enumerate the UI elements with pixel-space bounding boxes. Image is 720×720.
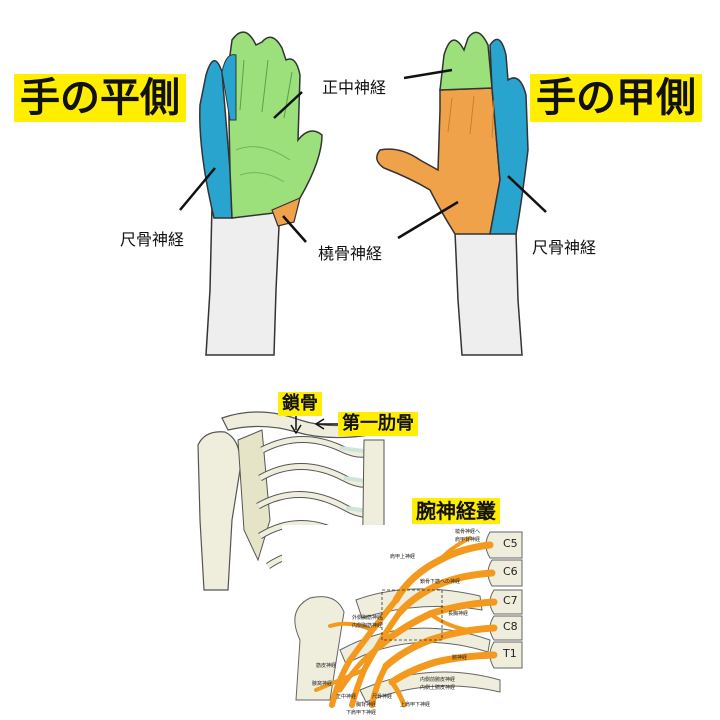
palm-ulnar-region (199, 60, 233, 219)
cord-medial (369, 663, 389, 708)
plexus-label: 肩甲背神経 (455, 537, 481, 543)
dashed-region (381, 589, 443, 641)
brachial-plexus-title: 腕神経叢 (412, 498, 500, 524)
brachial-plexus (282, 525, 523, 710)
branch-1 (337, 643, 383, 693)
vertebra-label-c8: C8 (503, 620, 518, 633)
back-median-tips (439, 31, 493, 91)
vertebra-t1 (489, 641, 523, 669)
plexus-label: 上肩甲下神経 (400, 702, 431, 708)
vertebra-c8 (489, 615, 523, 641)
ulnar-leader-back (507, 175, 547, 213)
ulnar-leader-palm (179, 167, 216, 211)
back-forearm (454, 231, 523, 356)
palm-side-title: 手の平側 (14, 74, 186, 122)
vertebra-c7 (489, 589, 523, 615)
median-leader-palm (273, 91, 303, 119)
branch-3 (438, 536, 472, 562)
first-rib-label: 第一肋骨 (338, 412, 418, 436)
plexus-label: 内側胸筋神経 (352, 623, 383, 629)
vertebra-label-c5: C5 (503, 537, 518, 550)
branch-5 (328, 621, 374, 632)
palm-ring-finger (221, 54, 237, 121)
back-radial-region (376, 87, 501, 235)
rib-1-fill (260, 437, 374, 457)
humerus (197, 431, 241, 591)
back-hand (376, 31, 529, 356)
plexus-label: 尺骨神経 (372, 694, 393, 700)
plexus-label: 外側胸筋神経 (352, 615, 383, 621)
plexus-humerus-head (294, 596, 345, 701)
branch-4 (428, 612, 472, 632)
palm-median-region (227, 31, 323, 219)
plexus-label: 胸背神経 (356, 702, 377, 708)
vertebra-c6 (487, 559, 523, 587)
branch-6 (314, 668, 366, 692)
plexus-label: 内側上腕皮神経 (420, 685, 456, 691)
cord-lateral (329, 597, 399, 708)
root-t1 (388, 651, 498, 686)
branch-2 (389, 679, 407, 708)
radial-leader-back (397, 200, 459, 240)
back-side-title: 手の甲側 (530, 74, 702, 122)
palm-lines (235, 146, 291, 183)
median-leader-back (403, 68, 453, 80)
plexus-label: 長胸神経 (448, 611, 469, 617)
scapula (237, 429, 271, 562)
palm-hand (199, 31, 323, 356)
radial-leader-palm (282, 215, 307, 243)
back-ulnar-region (489, 38, 529, 235)
ulnar-nerve-label-palm: 尺骨神経 (120, 226, 185, 250)
vertebra-label-c6: C6 (503, 565, 518, 578)
plexus-label: 腕神経 (452, 655, 468, 661)
clavicle-label: 鎖骨 (278, 392, 322, 416)
palm-forearm (205, 204, 281, 356)
radial-nerve-label: 橈骨神経 (318, 240, 383, 264)
plexus-label: 橈骨神経へ (455, 529, 481, 535)
rib-arrowhead (314, 418, 325, 430)
ulnar-nerve-label-back: 尺骨神経 (532, 234, 597, 258)
median-nerve-label: 正中神経 (322, 74, 387, 98)
plexus-label: 腋窩神経 (312, 681, 333, 687)
root-c6 (396, 569, 496, 616)
vertebra-label-t1: T1 (503, 647, 517, 660)
palm-radial-patch (271, 196, 301, 227)
plexus-label: 肩甲上神経 (390, 554, 416, 560)
palm-creases (239, 59, 293, 119)
plexus-label: 正中神経 (336, 694, 357, 700)
back-knuckles (447, 95, 495, 139)
clavicle-arrowhead (290, 424, 302, 435)
plexus-label: 筋皮神経 (316, 663, 337, 669)
vertebra-label-c7: C7 (503, 594, 518, 607)
plexus-label: 内側前腕皮神経 (420, 677, 456, 683)
plexus-label: 下肩甲下神経 (346, 710, 377, 716)
vertebra-c5 (485, 531, 523, 559)
cartilage (339, 446, 379, 544)
plexus-label: 鎖骨下筋への神経 (420, 579, 461, 585)
